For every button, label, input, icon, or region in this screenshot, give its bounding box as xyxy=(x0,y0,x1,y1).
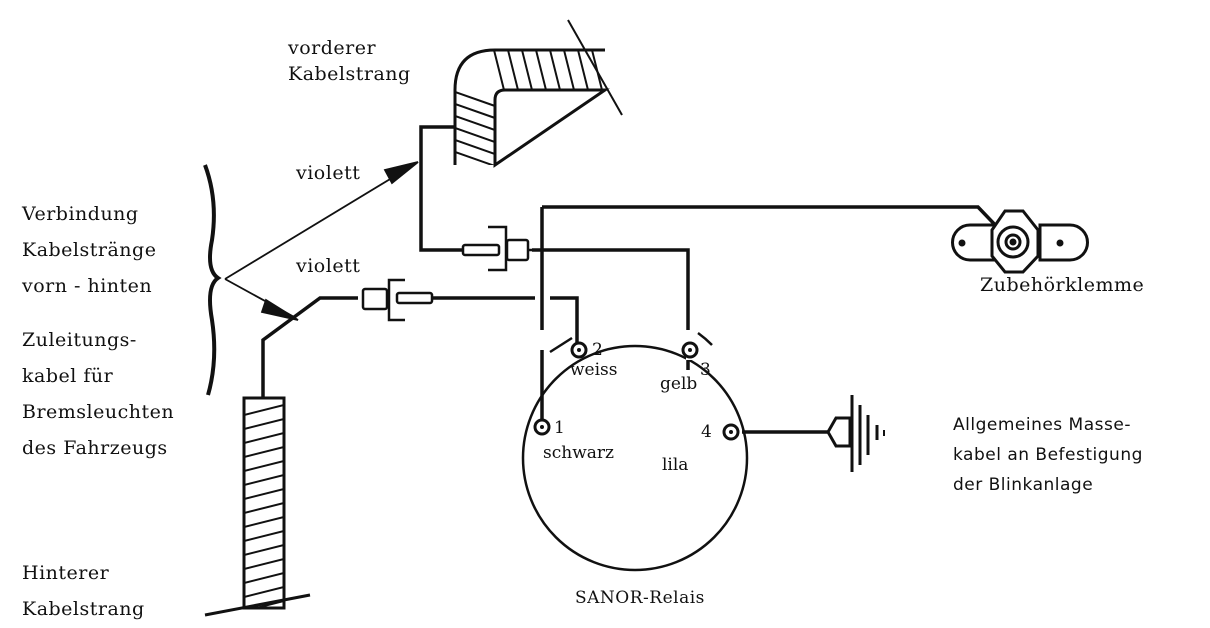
hatch-line xyxy=(244,586,284,598)
accessory-terminal-label: Zubehörklemme xyxy=(980,274,1145,296)
terminal-4-number: 4 xyxy=(701,422,712,442)
pointer-arrows xyxy=(224,161,419,321)
terminal-2-color: weiss xyxy=(570,360,618,380)
accessory-terminal xyxy=(951,209,1089,274)
hatch-line xyxy=(244,488,284,500)
front-harness xyxy=(453,19,623,168)
wire-bottom-label: violett xyxy=(296,255,361,277)
hatch-line xyxy=(244,474,284,486)
hatch-line xyxy=(455,115,496,131)
hatch-line xyxy=(244,530,284,542)
ground-symbol xyxy=(826,395,885,472)
terminal-4-color: lila xyxy=(662,455,689,475)
lower-connector xyxy=(361,278,434,322)
relay-label: SANOR-Relais xyxy=(575,588,705,608)
hatch-line xyxy=(244,432,284,444)
hatch-line xyxy=(244,572,284,584)
terminal-1-number: 1 xyxy=(554,418,565,438)
hatch-line xyxy=(507,50,519,91)
hatch-line xyxy=(244,446,284,458)
hatch-line xyxy=(244,418,284,430)
hatch-line xyxy=(455,103,496,119)
hatch-line xyxy=(455,91,496,107)
hatch-line xyxy=(549,50,561,91)
hatch-line xyxy=(455,151,496,165)
wires xyxy=(261,125,1002,434)
hatch-line xyxy=(563,50,575,91)
terminal-1-color: schwarz xyxy=(543,443,614,463)
hatch-line xyxy=(244,502,284,514)
wire-top-label: violett xyxy=(296,162,361,184)
hatch-line xyxy=(455,127,496,143)
hatch-line xyxy=(244,516,284,528)
terminal-3-color: gelb xyxy=(660,374,698,394)
relay xyxy=(521,330,749,572)
hatch-line xyxy=(455,139,496,155)
hatch-line xyxy=(244,404,284,416)
hatch-line xyxy=(493,50,505,91)
hatch-line xyxy=(535,50,547,91)
brace xyxy=(203,164,222,396)
terminal-2-number: 2 xyxy=(592,340,603,360)
hatch-line xyxy=(244,544,284,556)
upper-connector xyxy=(461,225,535,272)
hatch-line xyxy=(577,50,589,91)
hatch-line xyxy=(244,460,284,472)
rear-harness xyxy=(204,396,311,617)
terminal-3-number: 3 xyxy=(700,360,711,380)
hatch-line xyxy=(521,50,533,91)
hatch-line xyxy=(244,558,284,570)
